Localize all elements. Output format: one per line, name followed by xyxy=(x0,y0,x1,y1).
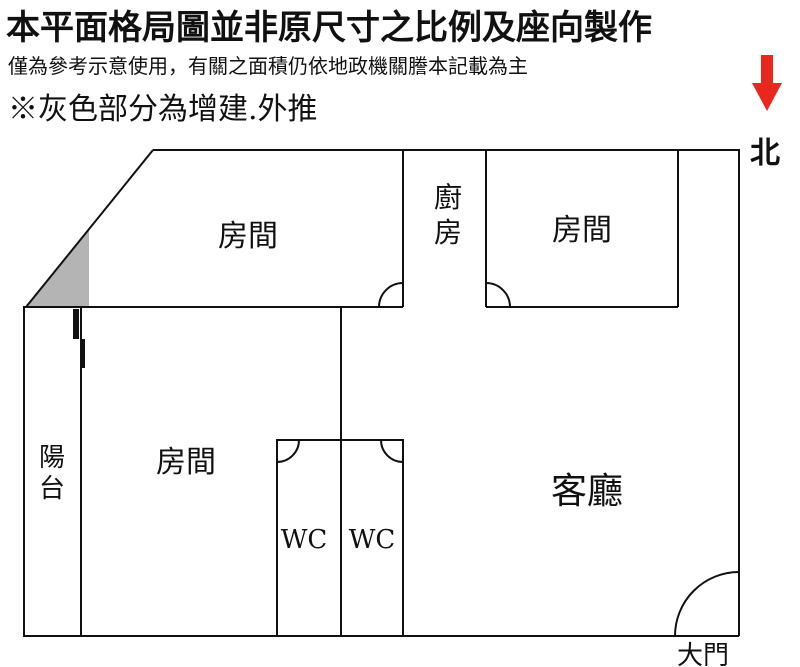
main-door-label: 大門 xyxy=(677,641,729,667)
wc-label-left: WC xyxy=(281,525,328,555)
legend-note: ※灰色部分為增建.外推 xyxy=(8,92,318,127)
north-label: 北 xyxy=(750,136,780,171)
outer-wall-left-bottom xyxy=(23,306,739,637)
kitchen-label-line2: 房 xyxy=(434,216,462,249)
door-swing-top-left xyxy=(378,282,404,308)
door-swing-main xyxy=(674,571,740,637)
door-swing-wc-left xyxy=(276,439,300,463)
outer-wall-top-right xyxy=(153,149,740,636)
balcony-label-line1: 陽 xyxy=(39,443,65,473)
room-label-top-left: 房間 xyxy=(218,219,278,254)
balcony-label-line2: 台 xyxy=(39,474,65,504)
north-arrow-icon xyxy=(752,55,782,111)
door-swing-top-right xyxy=(485,282,511,308)
disclaimer-note: 僅為參考示意使用，有關之面積仍依地政機關謄本記載為主 xyxy=(8,54,528,78)
door-swing-wc-right xyxy=(380,439,404,463)
room-label-left: 房間 xyxy=(156,445,216,480)
wc-label-right: WC xyxy=(349,525,396,555)
living-room-label: 客廳 xyxy=(551,471,623,512)
kitchen-label-line1: 廚 xyxy=(434,181,462,214)
page-title: 本平面格局圖並非原尺寸之比例及座向製作 xyxy=(6,8,652,48)
room-label-top-right: 房間 xyxy=(552,213,612,248)
outer-wall-diagonal xyxy=(25,149,154,308)
thick-wall-lower xyxy=(80,339,85,368)
thick-wall-upper xyxy=(73,309,79,339)
